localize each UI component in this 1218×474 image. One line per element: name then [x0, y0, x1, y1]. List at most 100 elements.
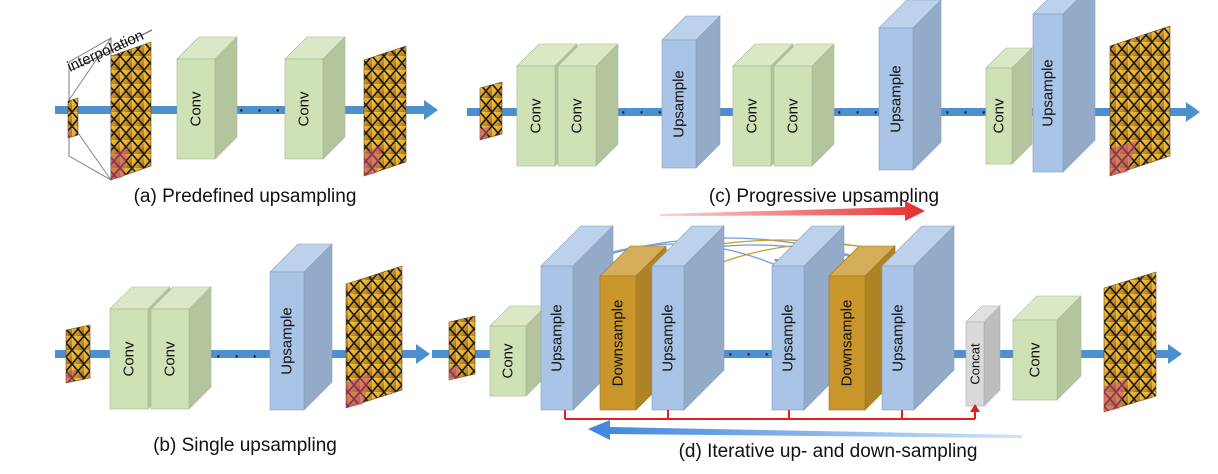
- conv-block-b2: Conv: [150, 286, 212, 410]
- conv-block-c2: Conv: [557, 43, 619, 167]
- conv-block-a1-label: Conv: [188, 91, 205, 127]
- conv-block-a2: Conv: [284, 36, 346, 160]
- upsample-block-c3-side: [1062, 0, 1096, 173]
- butterfly-icon: [65, 324, 91, 384]
- butterfly-icon: [479, 81, 503, 141]
- upsample-block-d1-label: Upsample: [549, 304, 566, 372]
- interp-image-a: [110, 41, 152, 181]
- conv-block-c4-front: [773, 65, 813, 167]
- downsample-block-d1-front: [599, 275, 637, 411]
- arrow-a: [55, 100, 438, 120]
- arrow-a-shaft: [55, 106, 426, 114]
- butterfly-icon: [110, 41, 152, 181]
- conv-block-d1-front: [489, 325, 527, 397]
- downsample-block-d1-label: Downsample: [610, 300, 627, 387]
- sr-image-b: [345, 265, 403, 409]
- interp-image-a-flower: [111, 146, 129, 180]
- upsample-block-c1-side: [695, 15, 721, 169]
- upsample-block-d2-label: Upsample: [660, 304, 677, 372]
- dots-b: · · ·: [215, 345, 261, 367]
- concat-block-d-label: Concat: [968, 343, 983, 385]
- concat-bus-head: [970, 404, 980, 412]
- upsample-block-c2-front: [878, 27, 914, 171]
- conv-block-b2-front: [150, 308, 190, 410]
- conv-block-b2-label: Conv: [162, 341, 179, 377]
- dots-d: · · ·: [727, 343, 773, 365]
- sr-image-a-flower: [364, 144, 383, 176]
- upsample-block-d3-label: Upsample: [780, 304, 797, 372]
- conv-block-d2-label: Conv: [1027, 342, 1044, 378]
- conv-block-c1-front: [516, 65, 556, 167]
- caption-d: (d) Iterative up- and down-sampling: [679, 441, 978, 462]
- lr-image-c-flower: [480, 126, 490, 140]
- butterfly-icon: [448, 315, 476, 381]
- conv-block-c4: Conv: [773, 43, 835, 167]
- backward-arrow-blue-body: [588, 420, 1022, 440]
- sr-image-b-flower: [346, 373, 372, 408]
- upsample-block-b: Upsample: [269, 243, 333, 411]
- sr-image-c-flower: [1110, 140, 1137, 176]
- arrow-d-head: [1168, 344, 1182, 364]
- upsample-block-c2-label: Upsample: [888, 65, 905, 133]
- upsample-block-c1-front: [661, 39, 697, 169]
- concat-block-d-side: [983, 305, 1001, 407]
- arrow-b-head: [416, 344, 430, 364]
- upsample-block-d4: Upsample: [881, 225, 955, 411]
- caption-b: (b) Single upsampling: [153, 435, 337, 456]
- conv-block-c3-front: [732, 65, 772, 167]
- upsample-block-b-side: [303, 243, 333, 411]
- conv-block-c3-label: Conv: [744, 98, 761, 134]
- frustum-edge-top: [68, 37, 112, 101]
- butterfly-icon: [67, 97, 79, 139]
- sr-image-a: [363, 45, 407, 177]
- arrow-b: [55, 344, 430, 364]
- interpolation-guide: [71, 29, 153, 71]
- upsample-block-c3-label: Upsample: [1040, 59, 1057, 127]
- upsample-block-d1-front: [540, 265, 574, 411]
- butterfly-icon: [1103, 271, 1157, 413]
- downsample-block-d2-label: Downsample: [839, 300, 856, 387]
- upsample-block-c2: Upsample: [878, 0, 942, 171]
- concat-block-d: Concat: [965, 305, 1001, 407]
- dots-c1: · · ·: [620, 101, 666, 123]
- lr-image-d: [448, 315, 476, 381]
- upsample-block-d4-front: [881, 265, 915, 411]
- conv-block-a1: Conv: [176, 36, 238, 160]
- conv-block-c1-label: Conv: [528, 98, 545, 134]
- dots-a: · · ·: [238, 99, 284, 121]
- concat-bus-red: [564, 404, 980, 420]
- arrow-b-shaft: [55, 350, 418, 358]
- conv-block-a2-front: [284, 58, 324, 160]
- conv-block-c4-label: Conv: [785, 98, 802, 134]
- lr-image-b: [65, 324, 91, 384]
- lr-image-d-flower: [449, 364, 461, 380]
- conv-block-a1-front: [176, 58, 216, 160]
- butterfly-icon: [1109, 25, 1171, 177]
- conv-block-c5-front: [985, 67, 1013, 165]
- conv-block-a2-label: Conv: [296, 91, 313, 127]
- upsample-block-c3: Upsample: [1032, 0, 1096, 173]
- conv-block-c5-label: Conv: [991, 98, 1008, 134]
- arrow-a-head: [424, 100, 438, 120]
- lr-image-a: [67, 97, 79, 139]
- upsample-block-c1-label: Upsample: [671, 70, 688, 138]
- progress-arrow-red: [660, 201, 925, 221]
- conv-block-d1: Conv: [489, 305, 547, 397]
- upsample-block-d4-label: Upsample: [890, 304, 907, 372]
- downsample-block-d2-front: [828, 275, 866, 411]
- caption-c: (c) Progressive upsampling: [709, 186, 939, 207]
- sr-image-d-flower: [1104, 378, 1128, 412]
- lr-image-c: [479, 81, 503, 141]
- butterfly-icon: [363, 45, 407, 177]
- upsample-block-c2-side: [912, 0, 942, 171]
- upsample-block-b-label: Upsample: [279, 307, 296, 375]
- upsample-block-b-front: [269, 271, 305, 411]
- conv-block-d2-front: [1012, 319, 1058, 401]
- conv-block-b1-front: [109, 308, 149, 410]
- conv-block-c5: Conv: [985, 47, 1033, 165]
- upsample-block-c1: Upsample: [661, 15, 721, 169]
- conv-block-b1-label: Conv: [121, 341, 138, 377]
- arrow-c-head: [1186, 102, 1200, 122]
- progress-arrow-red-body: [660, 201, 925, 221]
